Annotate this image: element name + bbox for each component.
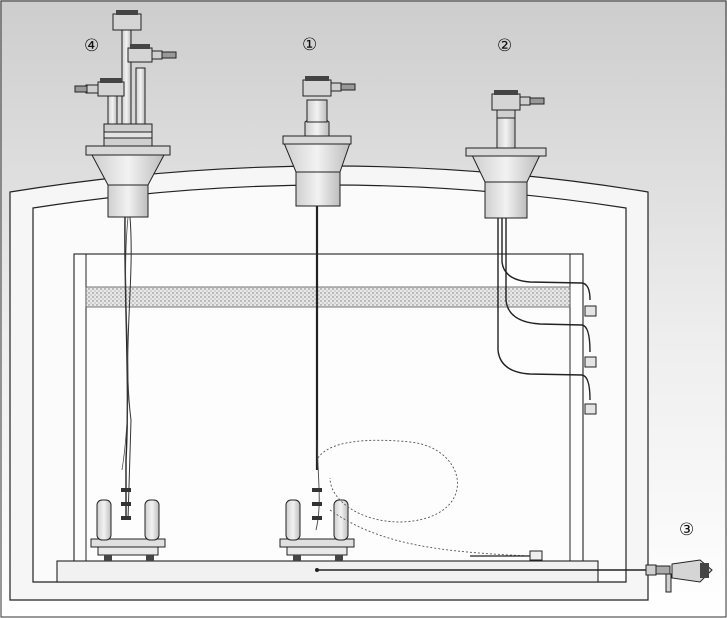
liquid-surface-layer bbox=[85, 286, 571, 308]
spot-sensor-icon bbox=[312, 516, 322, 520]
instrument-4-stem-tall bbox=[121, 29, 132, 125]
label-instrument-3: ③ bbox=[679, 520, 695, 540]
cable-gland bbox=[85, 84, 99, 94]
spot-sensor-icon bbox=[121, 488, 131, 492]
instrument-4-collar-c bbox=[103, 137, 153, 147]
cable-reel-icon bbox=[317, 439, 458, 523]
cable-gland bbox=[151, 50, 163, 60]
transmitter-head-icon bbox=[127, 47, 153, 63]
anchor-weight-icon bbox=[285, 499, 301, 541]
spot-sensor-icon bbox=[584, 305, 597, 317]
transmitter-head-icon bbox=[302, 79, 332, 97]
instrument-4-flange bbox=[85, 145, 171, 156]
anchor-pin bbox=[293, 555, 301, 561]
spot-sensor-icon bbox=[121, 502, 131, 506]
anchor-pin bbox=[335, 555, 343, 561]
spot-sensor-icon bbox=[584, 403, 597, 415]
instrument-2-flange bbox=[465, 147, 547, 157]
instrument-3-assembly bbox=[315, 559, 713, 593]
instrument-2-assembly bbox=[465, 90, 597, 415]
wall-gland bbox=[645, 564, 657, 576]
junction-box-icon bbox=[529, 550, 543, 561]
cable-gland bbox=[519, 96, 531, 106]
instrument-1-cone bbox=[283, 142, 351, 173]
instrument-1-assembly bbox=[279, 76, 543, 561]
spot-sensor-icon bbox=[121, 516, 131, 520]
cable-connector bbox=[161, 51, 177, 59]
cable-connector bbox=[529, 97, 545, 105]
instrument-4-assembly bbox=[74, 10, 177, 561]
sensor-cable-bottom bbox=[497, 218, 591, 401]
instrument-1-flange bbox=[282, 135, 352, 145]
instrument-1-body bbox=[306, 99, 328, 123]
anchor-weight-icon bbox=[144, 499, 160, 541]
label-instrument-4: ④ bbox=[84, 36, 100, 56]
instrument-4-stem-short bbox=[107, 95, 118, 125]
instrument-2-nozzle bbox=[484, 179, 528, 219]
transmitter-head-icon bbox=[112, 13, 142, 31]
instrument-4-collar-b bbox=[103, 131, 153, 139]
anchor-weight-foot bbox=[97, 546, 159, 556]
sensor-cable-top bbox=[501, 218, 591, 301]
spot-sensor-icon bbox=[584, 356, 597, 368]
anchor-pin bbox=[104, 555, 112, 561]
anchor-weight-foot bbox=[286, 546, 348, 556]
cable-connector bbox=[74, 85, 88, 93]
cable-connector bbox=[340, 83, 356, 91]
sensor-cable-mid bbox=[505, 218, 591, 353]
base-platform bbox=[56, 560, 599, 583]
anchor-weight-icon bbox=[333, 499, 349, 541]
instrument-2-stem bbox=[496, 117, 516, 149]
probe-cable-b bbox=[127, 216, 132, 521]
transmitter-head-cap bbox=[700, 563, 709, 578]
transmitter-head-cap bbox=[130, 44, 150, 49]
transmitter-head-cap bbox=[305, 76, 329, 81]
cable-connector bbox=[655, 565, 671, 575]
cable-gland bbox=[330, 82, 342, 92]
label-instrument-1: ① bbox=[302, 35, 318, 55]
instrument-4-collar-a bbox=[103, 123, 153, 133]
transmitter-head-cap bbox=[494, 90, 518, 95]
transmitter-head-icon bbox=[491, 93, 521, 111]
instrument-3-stem bbox=[665, 573, 672, 593]
transmitter-head-cap bbox=[116, 10, 138, 15]
probe-cable-a bbox=[124, 216, 129, 520]
spot-sensor-icon bbox=[312, 502, 322, 506]
cable-run-dashed bbox=[329, 509, 531, 557]
instrument-2-collar bbox=[496, 109, 516, 119]
spot-sensor-icon bbox=[312, 488, 322, 492]
transmitter-head-icon bbox=[97, 81, 125, 97]
instrument-1-nozzle bbox=[295, 169, 341, 207]
anchor-weight-icon bbox=[96, 499, 112, 541]
anchor-pin bbox=[146, 555, 154, 561]
instrument-4-stem-mid bbox=[135, 67, 146, 125]
transmitter-head-cap bbox=[100, 78, 122, 83]
label-instrument-2: ② bbox=[497, 36, 513, 56]
probe-cable-c bbox=[121, 216, 129, 471]
